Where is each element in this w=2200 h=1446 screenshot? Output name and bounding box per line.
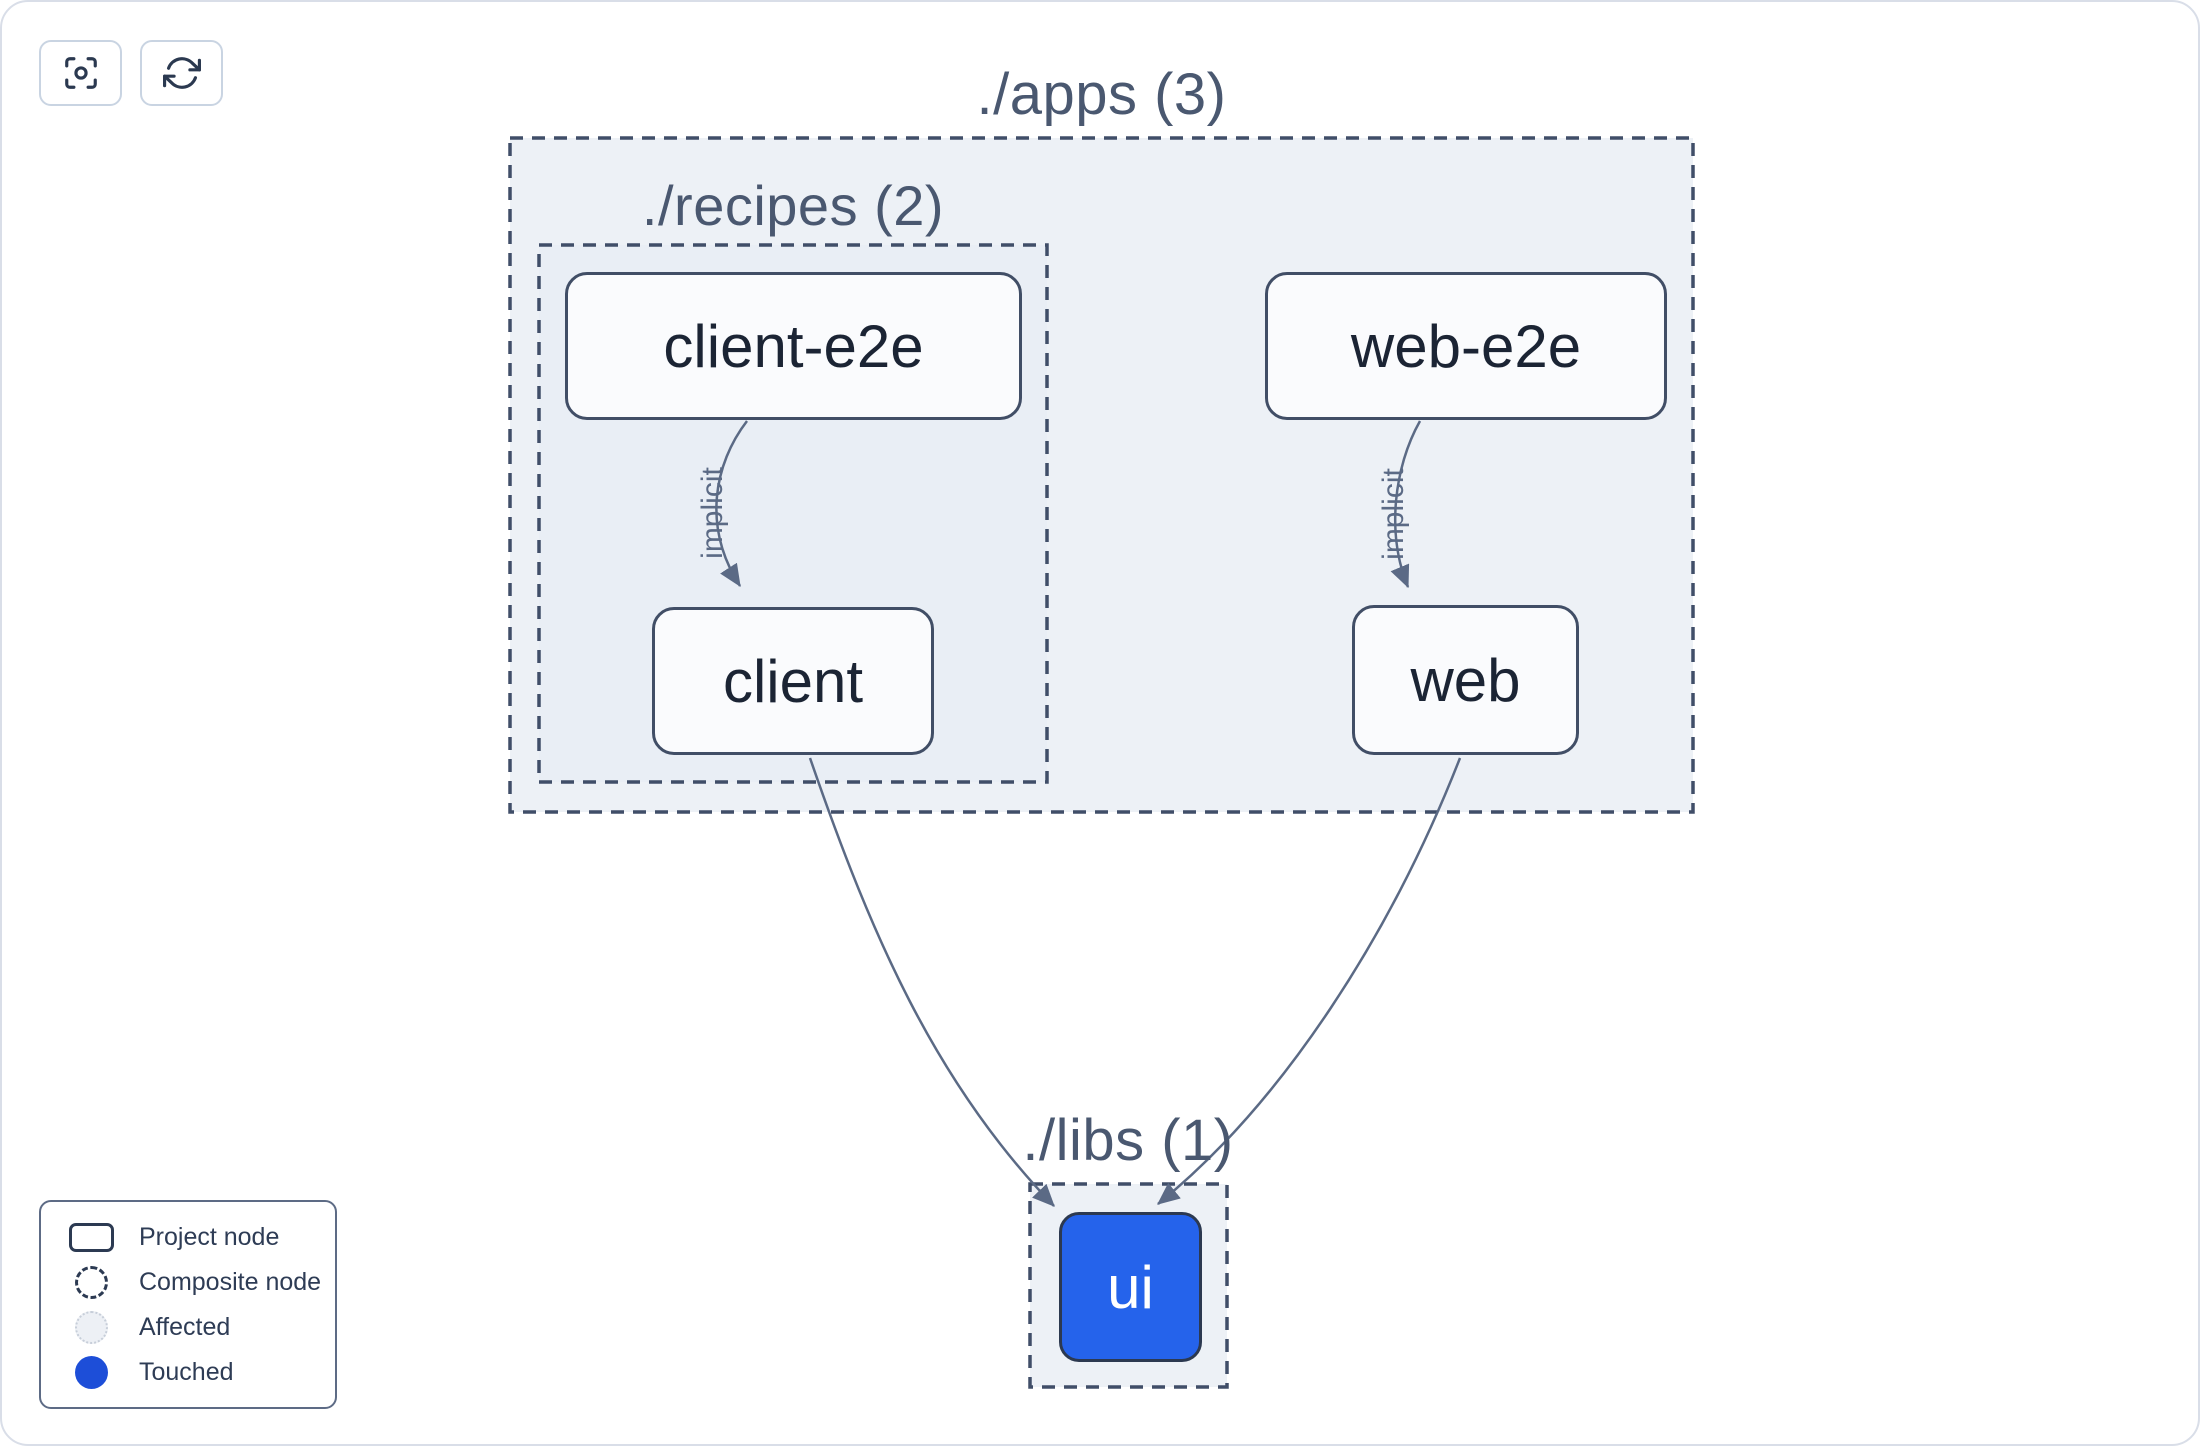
center-graph-button[interactable]: [39, 40, 122, 106]
affected-swatch: [74, 1311, 108, 1344]
legend-item-project-node: Project node: [68, 1215, 335, 1260]
edge-label-implicit-client: implicit: [696, 467, 729, 559]
libs-container-title: ./libs (1): [1022, 1108, 1234, 1173]
project-node-swatch: [68, 1223, 114, 1252]
graph-toolbar: [39, 40, 223, 106]
refresh-icon: [162, 57, 201, 89]
recipes-container-title: ./recipes (2): [641, 174, 945, 237]
legend-item-affected: Affected: [68, 1305, 335, 1350]
graph-legend: Project node Composite node Affected Tou…: [39, 1200, 337, 1409]
project-node-client-e2e[interactable]: client-e2e: [565, 272, 1022, 420]
legend-item-touched: Touched: [68, 1350, 335, 1395]
focus-icon: [64, 57, 97, 89]
touched-swatch: [74, 1356, 108, 1389]
project-node-web-e2e[interactable]: web-e2e: [1265, 272, 1667, 420]
apps-container-title: ./apps (3): [976, 62, 1227, 127]
project-node-client[interactable]: client: [652, 607, 934, 755]
edge-label-implicit-web: implicit: [1377, 468, 1410, 560]
legend-item-composite-node: Composite node: [68, 1260, 335, 1305]
legend-label: Composite node: [139, 1268, 322, 1296]
refresh-graph-button[interactable]: [140, 40, 223, 106]
legend-label: Project node: [139, 1223, 280, 1251]
project-node-web[interactable]: web: [1352, 605, 1579, 755]
legend-label: Affected: [139, 1313, 231, 1341]
project-node-ui-touched[interactable]: ui: [1059, 1212, 1202, 1362]
composite-node-swatch: [74, 1266, 108, 1299]
legend-label: Touched: [139, 1358, 234, 1386]
